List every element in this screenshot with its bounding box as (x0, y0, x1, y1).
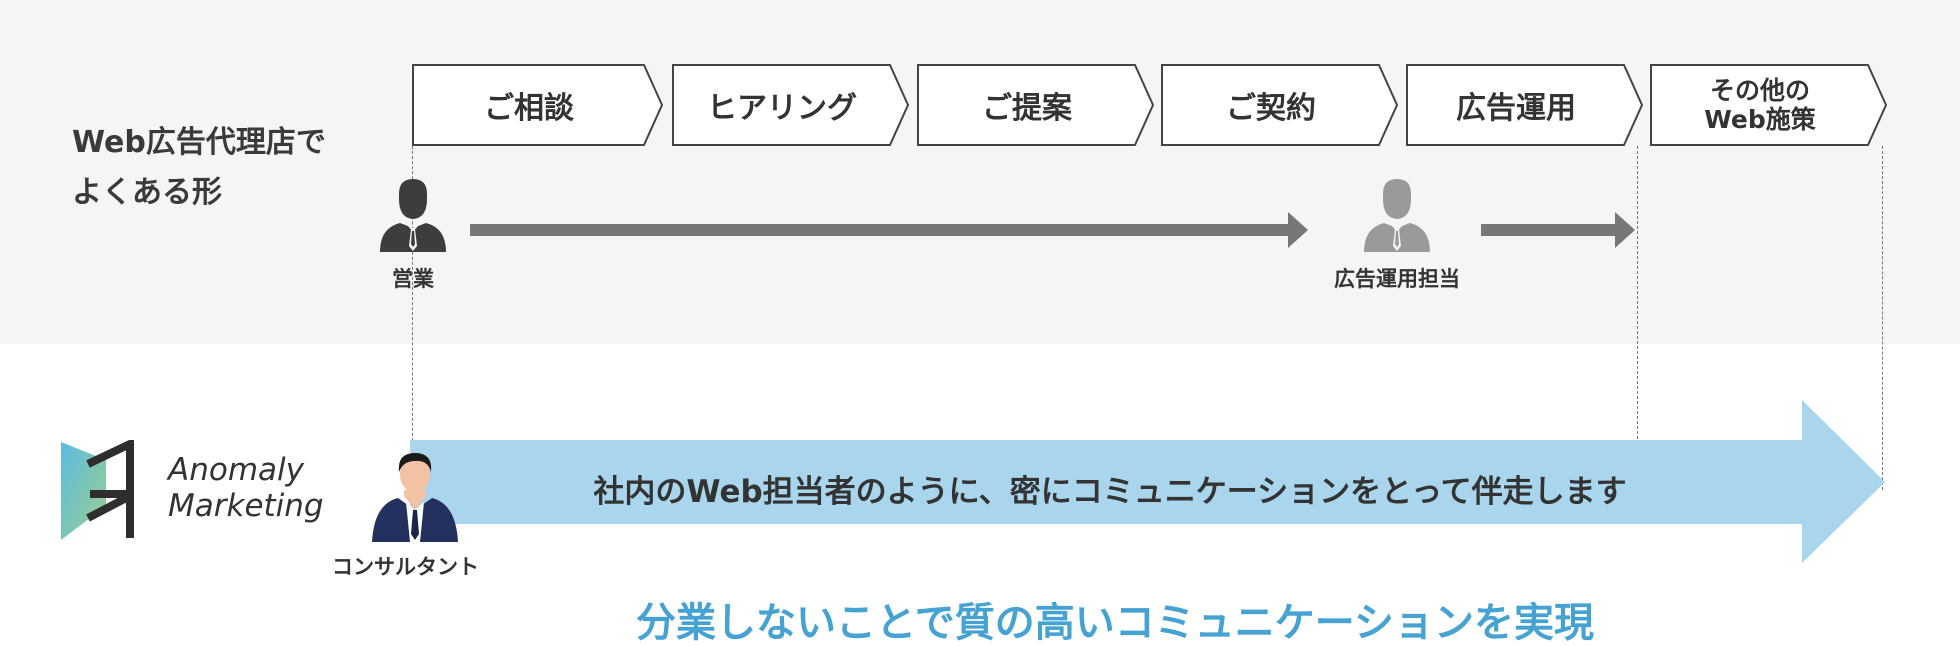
step-label: ご相談 (484, 91, 574, 126)
chevron-shape (412, 64, 664, 146)
dashed-guide-end (1882, 146, 1883, 490)
dashed-guide-start (412, 146, 413, 446)
sales-handoff-arrow (470, 212, 1308, 248)
step-other-web-measures: その他の Web施策 (1650, 64, 1888, 146)
step-proposal: ご提案 (917, 64, 1155, 146)
chevron-shape (672, 64, 910, 146)
big-support-arrow (410, 400, 1885, 563)
step-label: 広告運用 (1456, 91, 1576, 126)
brand-name: Anomaly Marketing (168, 452, 324, 524)
step-label-line2: Web施策 (1704, 105, 1816, 134)
traditional-agency-band (0, 0, 1960, 344)
anomaly-marketing-logo (61, 440, 134, 540)
brand-name-line1: Anomaly (168, 452, 304, 488)
consultant-role-label: コンサルタント (332, 555, 479, 579)
step-label-line1: その他の (1709, 76, 1810, 105)
consultant-avatar (372, 453, 458, 542)
support-arrow-text: 社内のWeb担当者のように、密にコミュニケーションをとって伴走します (593, 474, 1627, 510)
chevron-shape (1161, 64, 1399, 146)
step-label: ご提案 (982, 91, 1072, 126)
step-consultation: ご相談 (412, 64, 664, 146)
step-ad-operation: 広告運用 (1406, 64, 1644, 146)
ad-ops-role-label: 広告運用担当 (1334, 267, 1460, 291)
step-hearing: ヒアリング (672, 64, 910, 146)
step-label: ご契約 (1226, 91, 1316, 126)
agency-label-line2: よくある形 (72, 175, 222, 210)
ad-ops-arrow (1481, 212, 1635, 248)
sales-role-label: 営業 (392, 267, 434, 291)
chevron-shape (1406, 64, 1644, 146)
brand-name-line2: Marketing (168, 488, 324, 524)
sales-person-icon (380, 179, 446, 252)
chevron-shape (917, 64, 1155, 146)
ad-ops-person-icon (1364, 179, 1430, 252)
dashed-guide-ad-operation (1637, 146, 1638, 444)
chevron-shape (1650, 64, 1888, 146)
agency-label-line1: Web広告代理店で (72, 125, 326, 160)
step-contract: ご契約 (1161, 64, 1399, 146)
bottom-message: 分業しないことで質の高いコミュニケーションを実現 (636, 600, 1594, 646)
agency-model-label: Web広告代理店で よくある形 (72, 118, 362, 218)
step-label: その他の Web施策 (1650, 76, 1888, 134)
step-label: ヒアリング (707, 91, 857, 126)
